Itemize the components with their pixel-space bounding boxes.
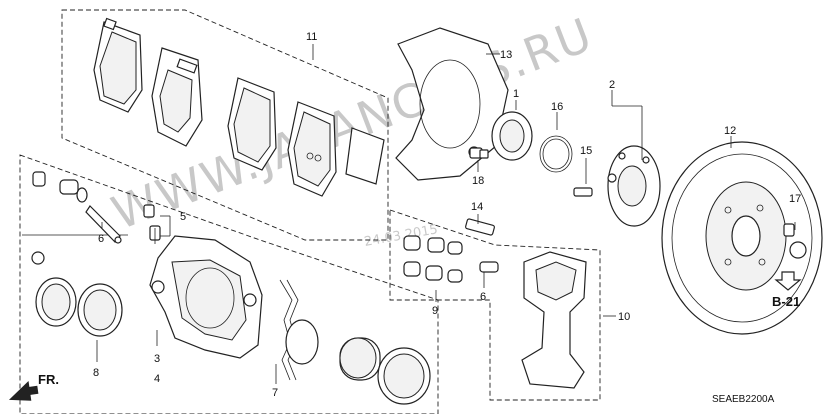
callout-11: 11 xyxy=(306,31,317,43)
callout-13: 13 xyxy=(500,49,512,61)
hub-bolt xyxy=(573,187,593,197)
callout-4: 4 xyxy=(154,373,160,385)
disc-screw xyxy=(783,223,807,259)
piston-seal-kit xyxy=(31,251,123,337)
shim-plate xyxy=(345,127,385,185)
pin-boot-set xyxy=(32,171,88,203)
callout-12: 12 xyxy=(724,125,736,137)
screw-18 xyxy=(469,147,489,159)
callout-15: 15 xyxy=(580,145,592,157)
caliper-body xyxy=(149,235,263,359)
callout-3: 3 xyxy=(154,353,160,365)
callout-1: 1 xyxy=(513,88,519,100)
diagram-code: SEAEB2200A xyxy=(712,394,775,405)
callout-8: 8 xyxy=(93,367,99,379)
callout-14: 14 xyxy=(471,201,483,213)
callout-5: 5 xyxy=(180,211,186,223)
callout-17: 17 xyxy=(789,193,801,205)
snap-ring xyxy=(539,135,573,173)
brake-disc xyxy=(661,141,823,335)
guide-pin xyxy=(85,205,122,244)
piston-assembly xyxy=(285,319,431,405)
wheel-bearing xyxy=(491,111,533,161)
callout-16: 16 xyxy=(551,101,563,113)
boot-kit xyxy=(403,235,499,283)
callouts: 11 13 1 16 2 12 15 18 17 14 5 6 6 9 10 3… xyxy=(93,31,801,399)
callout-6-left: 6 xyxy=(98,233,104,245)
reference-arrow[interactable] xyxy=(774,271,802,291)
callout-18: 18 xyxy=(472,175,484,187)
bleeder-screw xyxy=(143,204,161,244)
callout-6-right: 6 xyxy=(480,291,486,303)
front-arrow-icon xyxy=(8,380,39,401)
bracket-bolt xyxy=(465,218,495,236)
leader-lines xyxy=(96,44,796,384)
reference-label[interactable]: B-21 xyxy=(772,294,800,309)
bracket-frame xyxy=(389,209,601,401)
callout-7: 7 xyxy=(272,387,278,399)
pad-kit-frame xyxy=(61,9,389,241)
callout-9: 9 xyxy=(432,305,438,317)
front-label: FR. xyxy=(38,372,59,387)
callout-2: 2 xyxy=(609,79,615,91)
hub-flange xyxy=(607,145,661,227)
caliper-bracket xyxy=(521,251,587,389)
callout-10: 10 xyxy=(618,311,630,323)
brake-pad-set xyxy=(93,17,337,197)
